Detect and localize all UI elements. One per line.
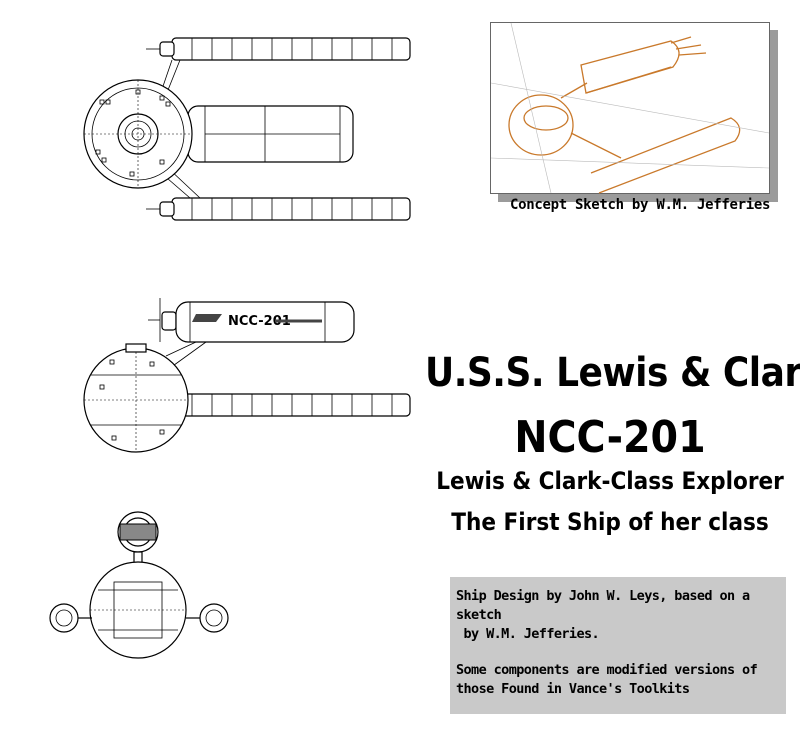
credits-line-3: Some components are modified versions of xyxy=(456,662,758,678)
upper-nacelle xyxy=(146,37,411,61)
ship-class-subtitle: Lewis & Clark-Class Explorer xyxy=(436,467,784,495)
sketch-caption: Concept Sketch by W.M. Jefferies xyxy=(510,197,771,213)
lower-nacelle xyxy=(146,197,411,221)
credits-line-4: those Found in Vance's Toolkits xyxy=(456,681,690,697)
ship-name-title: U.S.S. Lewis & Clark xyxy=(425,350,800,396)
credits-box: Ship Design by John W. Leys, based on a … xyxy=(450,577,786,714)
ship-registry-title: NCC-201 xyxy=(514,412,706,463)
side-secondary-hull xyxy=(175,301,355,343)
front-primary-sphere xyxy=(89,561,187,659)
side-view-drawing: NCC-201 xyxy=(83,298,411,453)
credits-line-1: Ship Design by John W. Leys, based on a … xyxy=(456,588,750,623)
saucer-top xyxy=(83,79,193,189)
concept-sketch-frame xyxy=(490,22,770,194)
side-primary-sphere xyxy=(83,343,189,453)
hull-registry-label: NCC-201 xyxy=(228,314,291,329)
top-view-drawing xyxy=(83,37,411,221)
concept-sketch-image xyxy=(490,22,770,194)
side-nacelle xyxy=(159,393,411,417)
front-nacelle-right xyxy=(186,603,229,633)
ship-note-subtitle: The First Ship of her class xyxy=(451,508,769,536)
front-nacelle-left xyxy=(49,603,92,633)
secondary-hull xyxy=(174,105,354,163)
credits-line-2: by W.M. Jefferies. xyxy=(456,626,600,642)
front-view-drawing xyxy=(49,511,229,659)
